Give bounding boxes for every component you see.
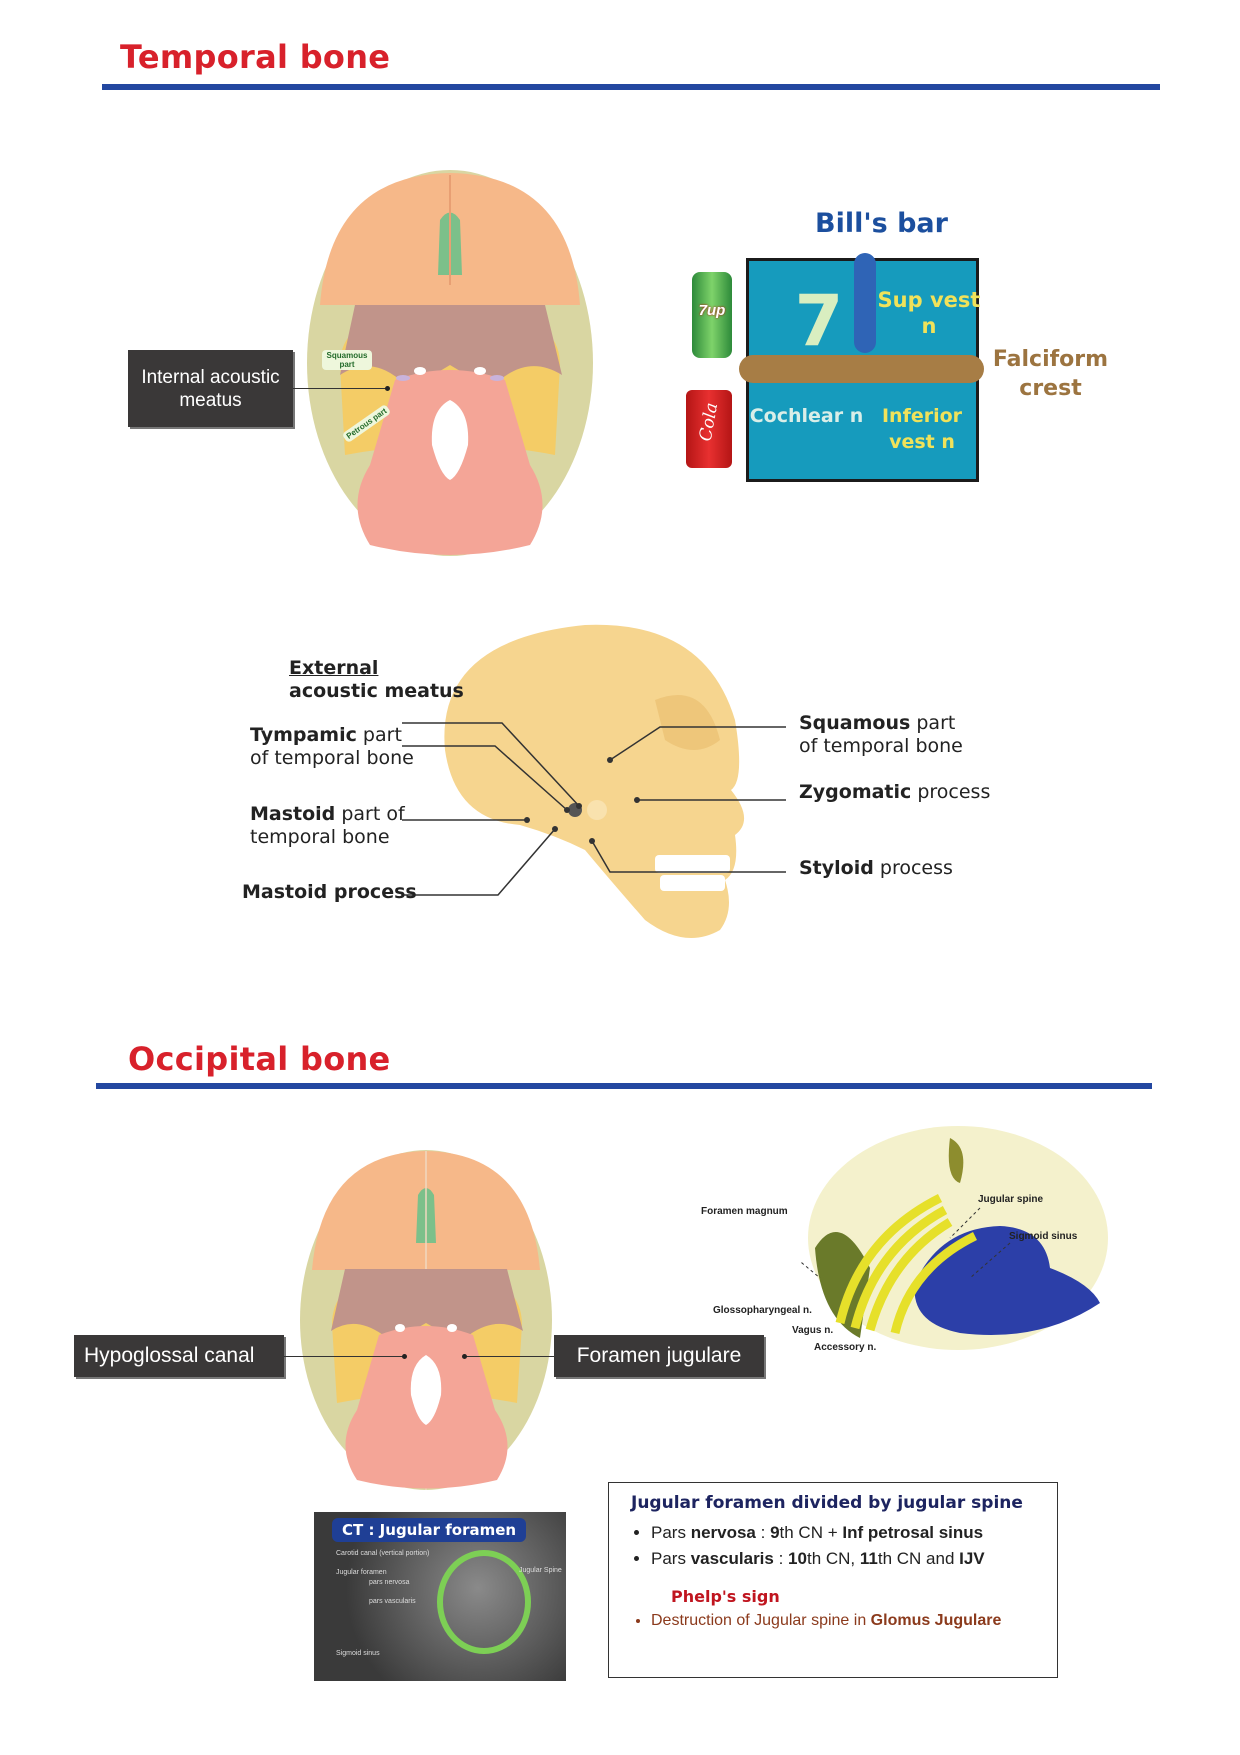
label-bold: Tympamic xyxy=(250,724,357,746)
section-title-temporal: Temporal bone xyxy=(120,38,391,76)
ct-title: CT : Jugular foramen xyxy=(332,1518,527,1542)
can-label: 7up xyxy=(698,302,726,319)
t: nervosa xyxy=(690,1523,756,1542)
cell-sup-vest: Sup vest n xyxy=(877,288,981,338)
ct-jugular-foramen-image: CT : Jugular foramen Carotid canal (vert… xyxy=(314,1512,566,1681)
t: : xyxy=(755,1523,771,1542)
label-mastoid-process: Mastoid process xyxy=(242,881,417,904)
t: th CN, xyxy=(806,1549,860,1568)
leader-line xyxy=(284,1356,404,1357)
label-bold: Squamous xyxy=(799,712,911,734)
can-label: Cola xyxy=(695,401,723,443)
bills-bar-vertical xyxy=(854,253,876,353)
hypoglossal-canal-label: Hypoglossal canal xyxy=(74,1335,284,1377)
cell-cochlear: Cochlear n xyxy=(749,405,864,427)
leader-dot xyxy=(385,386,390,391)
t: th CN + xyxy=(779,1523,843,1542)
info-heading: Jugular foramen divided by jugular spine xyxy=(631,1493,1023,1513)
ct-label: Carotid canal (vertical portion) xyxy=(336,1550,430,1557)
t: Pars xyxy=(651,1549,691,1568)
t: IJV xyxy=(959,1549,985,1568)
label-rest: acoustic meatus xyxy=(289,680,464,702)
jf-label-accessory: Accessory n. xyxy=(814,1342,877,1353)
falciform-crest-label: Falciform crest xyxy=(992,347,1109,401)
t: 10 xyxy=(788,1549,807,1568)
bills-bar-title: Bill's bar xyxy=(815,208,948,239)
axial-skull-diagram-occipital xyxy=(300,1150,552,1490)
label-rest: part of temporal bone xyxy=(250,724,414,769)
ct-label: pars nervosa xyxy=(369,1579,410,1586)
jf-label-glossopharyngeal: Glossopharyngeal n. xyxy=(713,1305,812,1316)
t: Destruction of Jugular spine in xyxy=(651,1612,871,1629)
label-squamous-part: Squamous part of temporal bone xyxy=(799,712,979,758)
bills-bar-diagram: 7 Sup vest n Cochlear n Inferior vest n xyxy=(739,253,984,482)
leader-dot xyxy=(402,1354,407,1359)
label-styloid-process: Styloid process xyxy=(799,857,953,880)
t: vascularis xyxy=(690,1549,774,1568)
cola-can-icon: Cola xyxy=(686,390,732,468)
jf-label-vagus: Vagus n. xyxy=(792,1325,834,1336)
label-rest: process xyxy=(911,781,991,803)
label-text: Hypoglossal canal xyxy=(84,1344,255,1367)
label-external-acoustic-meatus: External acoustic meatus xyxy=(289,657,464,703)
jf-label-sigmoid-sinus: Sigmoid sinus xyxy=(1009,1231,1078,1242)
leader-line xyxy=(293,388,387,389)
section-title-occipital: Occipital bone xyxy=(128,1040,391,1078)
ct-label: Jugular Spine xyxy=(519,1567,562,1574)
label-text: Foramen jugulare xyxy=(576,1344,742,1367)
label-text: Internal acoustic meatus xyxy=(141,366,280,411)
ct-label: Jugular foramen xyxy=(336,1569,387,1576)
label-rest: part of temporal bone xyxy=(799,712,963,757)
lateral-skull-diagram xyxy=(444,624,745,938)
label-bold: External xyxy=(289,657,379,679)
label-tympanic-part: Tympamic part of temporal bone xyxy=(250,724,420,770)
internal-acoustic-meatus-label: Internal acoustic meatus xyxy=(128,350,293,427)
jugular-foramen-illustration xyxy=(800,1126,1108,1350)
t: 9 xyxy=(770,1523,780,1542)
t: : xyxy=(773,1549,789,1568)
leader-line xyxy=(464,1356,554,1357)
falciform-crest-bar xyxy=(739,355,984,383)
label-bold: Zygomatic xyxy=(799,781,912,803)
phelps-sign-text: Destruction of Jugular spine in Glomus J… xyxy=(651,1612,1035,1630)
phelps-sign-title: Phelp's sign xyxy=(671,1587,780,1606)
t: th CN and xyxy=(877,1549,960,1568)
squamous-part-tag: Squamous part xyxy=(322,350,372,370)
label-bold: Styloid xyxy=(799,857,874,879)
info-item-vascularis: Pars vascularis : 10th CN, 11th CN and I… xyxy=(651,1549,1035,1569)
ct-label: pars vascularis xyxy=(369,1598,416,1605)
highlight-circle xyxy=(437,1550,531,1654)
t: 11 xyxy=(859,1549,878,1568)
label-rest: process xyxy=(873,857,953,879)
7up-can-icon: 7up xyxy=(692,272,732,358)
jf-label-jugular-spine: Jugular spine xyxy=(978,1194,1044,1205)
cell-inferior-vest: Inferior vest n xyxy=(881,405,963,453)
label-zygomatic-process: Zygomatic process xyxy=(799,781,990,804)
section-divider xyxy=(102,84,1160,90)
label-bold: Mastoid process xyxy=(242,881,417,903)
label-rest: part of temporal bone xyxy=(250,803,405,848)
axial-skull-diagram xyxy=(307,170,593,556)
ct-label: Sigmoid sinus xyxy=(336,1650,380,1657)
t: Inf petrosal sinus xyxy=(842,1523,984,1542)
info-item-nervosa: Pars nervosa : 9th CN + Inf petrosal sin… xyxy=(651,1523,1035,1543)
cell-top-left: 7 xyxy=(794,280,844,362)
jugular-foramen-info-box: Jugular foramen divided by jugular spine… xyxy=(608,1482,1058,1678)
foramen-jugulare-label: Foramen jugulare xyxy=(554,1335,764,1377)
label-bold: Mastoid xyxy=(250,803,336,825)
label-mastoid-part: Mastoid part of temporal bone xyxy=(250,803,415,849)
t: Glomus Jugulare xyxy=(870,1612,1002,1629)
leader-dot xyxy=(462,1354,467,1359)
t: Pars xyxy=(651,1523,691,1542)
section-divider xyxy=(96,1083,1152,1089)
jf-label-foramen-magnum: Foramen magnum xyxy=(701,1206,788,1217)
